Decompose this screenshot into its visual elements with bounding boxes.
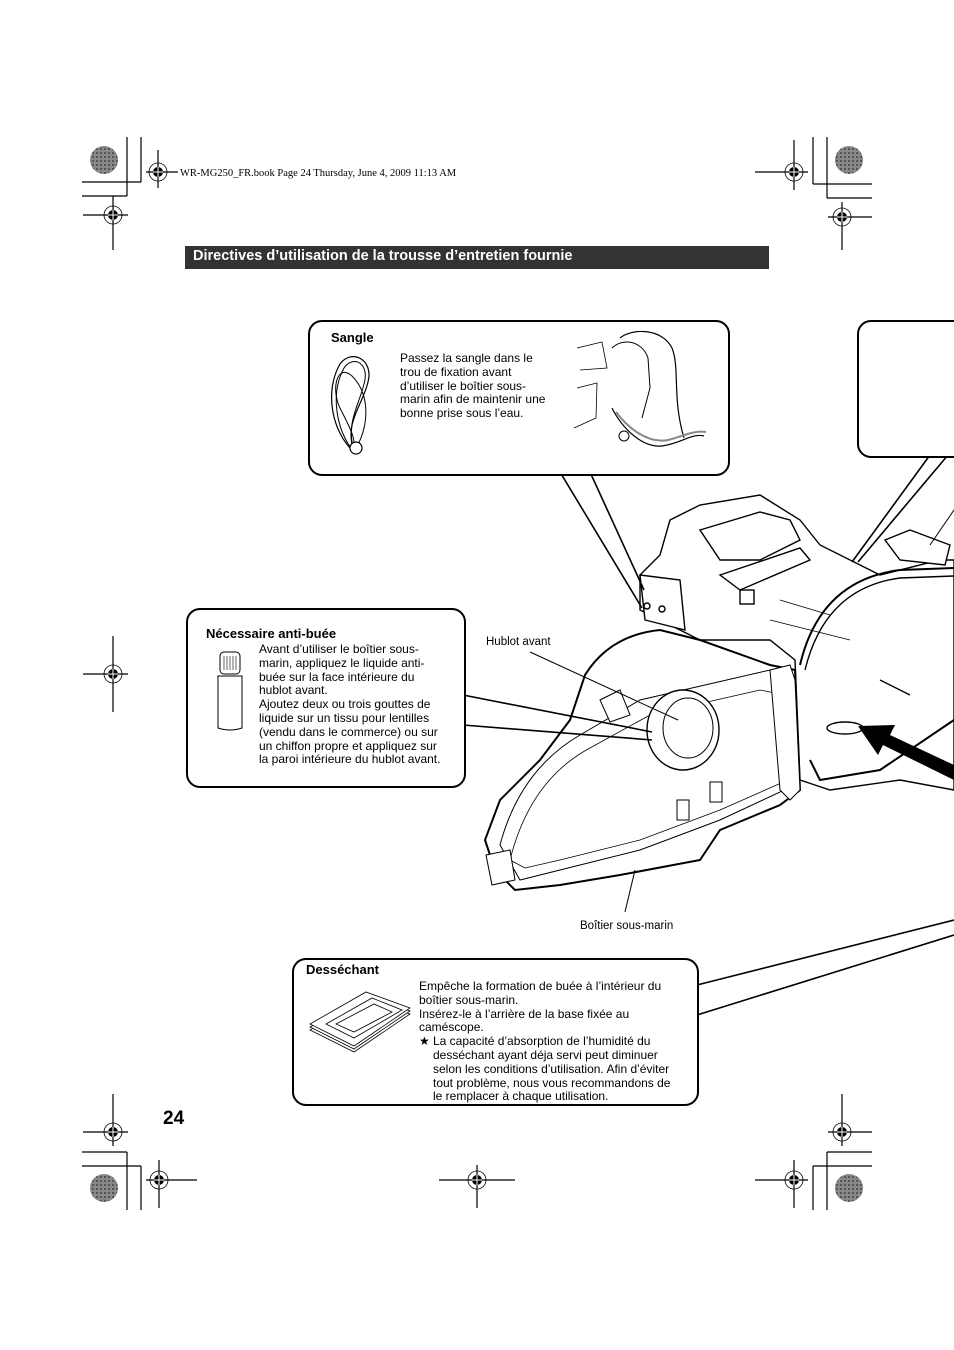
desiccant-pack-icon: [309, 991, 411, 1053]
text-line: tout problème, nous vous recommandons de: [433, 1075, 671, 1090]
text-line: (vendu dans le commerce) ou sur: [259, 724, 438, 739]
callout-strap: Sangle Passez la sangle dans le trou de …: [308, 320, 730, 476]
callout-antifog-text: Avant d’utiliser le boîtier sous- marin,…: [259, 642, 464, 767]
section-title: Directives d’utilisation de la trousse d…: [193, 248, 573, 264]
text-line: caméscope.: [419, 1020, 484, 1035]
text-line: marin afin de maintenir une: [400, 392, 546, 407]
housing-rear-body: [639, 494, 954, 791]
text-line: marin, appliquez le liquide anti-: [259, 655, 425, 670]
housing-front-door: [483, 628, 802, 892]
text-line: hublot avant.: [259, 683, 328, 698]
callout-strap-title: Sangle: [331, 330, 374, 345]
print-header: WR-MG250_FR.book Page 24 Thursday, June …: [180, 168, 457, 179]
text-line: d’utiliser le boîtier sous-: [400, 378, 527, 393]
front-port-leader: [529, 651, 679, 721]
callout-strap-text: Passez la sangle dans le trou de fixatio…: [400, 351, 580, 421]
leader-lines: [462, 454, 954, 1016]
color-target-icon: [835, 1174, 863, 1202]
text-line: boîtier sous-marin.: [419, 992, 519, 1007]
text-line: selon les conditions d’utilisation. Afin…: [433, 1061, 670, 1076]
callout-antifog-title: Nécessaire anti-buée: [206, 626, 337, 641]
callout-desiccant-title: Desséchant: [306, 962, 379, 977]
text-line: liquide sur un tissu pour lentilles: [259, 710, 430, 725]
color-target-icon: [90, 146, 118, 174]
crop-marks-top-left: [82, 137, 178, 250]
text-line: le remplacer à chaque utilisation.: [433, 1089, 609, 1104]
housing-leader: [624, 869, 636, 913]
desiccant-note: ★ La capacité d’absorption de l’humidité…: [419, 1034, 694, 1104]
color-target-icon: [90, 1174, 118, 1202]
callout-desiccant-text: Empêche la formation de buée à l’intérie…: [419, 979, 694, 1104]
star-note-icon: ★: [419, 1034, 430, 1049]
insert-arrow-icon: [858, 725, 954, 780]
section-title-bar: Directives d’utilisation de la trousse d…: [185, 246, 769, 269]
text-line: desséchant ayant déja servi peut diminue…: [433, 1047, 658, 1062]
callout-right-empty: [857, 320, 954, 458]
text-line: la paroi intérieure du hublot avant.: [259, 752, 441, 767]
label-housing: Boîtier sous-marin: [580, 920, 674, 932]
label-front-port: Hublot avant: [486, 636, 551, 648]
color-target-icon: [835, 146, 863, 174]
text-line: La capacité d’absorption de l’humidité d…: [433, 1034, 651, 1049]
text-line: Insérez-le à l’arrière de la base fixée …: [419, 1006, 630, 1021]
text-line: un chiffon propre et appliquez sur: [259, 738, 437, 753]
text-line: Avant d’utiliser le boîtier sous-: [259, 642, 419, 656]
bottle-icon: [217, 651, 243, 731]
text-line: Ajoutez deux ou trois gouttes de: [259, 697, 431, 712]
text-line: Passez la sangle dans le: [400, 351, 533, 365]
text-line: Empêche la formation de buée à l’intérie…: [419, 979, 662, 993]
callout-desiccant: Desséchant Empêche la formation de buée …: [292, 958, 699, 1106]
strap-icon: [330, 356, 370, 455]
hand-with-strap-illustration: [573, 330, 707, 447]
text-line: bonne prise sous l’eau.: [400, 406, 524, 421]
text-line: buée sur la face intérieure du: [259, 669, 415, 684]
crop-marks-bottom-right: [755, 1094, 872, 1210]
text-line: trou de fixation avant: [400, 364, 512, 379]
crop-marks-top-right: [755, 137, 872, 250]
crop-marks-bottom-left: [82, 1094, 197, 1210]
page-number: 24: [163, 1108, 185, 1129]
callout-antifog: Nécessaire anti-buée Avant d’utiliser le…: [186, 608, 466, 788]
